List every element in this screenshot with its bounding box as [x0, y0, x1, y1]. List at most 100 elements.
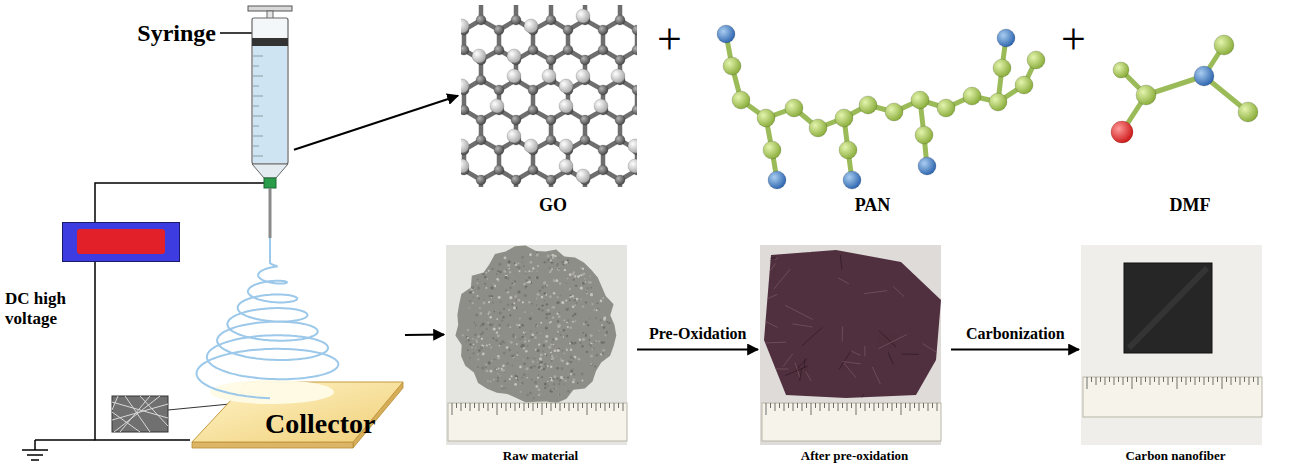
syringe: Syringe	[246, 6, 294, 238]
speck	[509, 286, 512, 289]
speck	[561, 301, 564, 304]
speck	[551, 261, 552, 262]
speck	[594, 309, 596, 311]
edge-label: Pre-Oxidation	[647, 325, 748, 343]
speck	[494, 359, 495, 360]
carbon-atom	[632, 105, 637, 115]
carbon-atom	[546, 55, 556, 65]
speck	[538, 366, 541, 369]
speck	[482, 273, 484, 275]
speck	[511, 354, 514, 357]
speck	[539, 357, 542, 360]
speck	[551, 261, 554, 264]
graduation	[253, 56, 263, 156]
speck	[557, 301, 559, 303]
speck	[542, 344, 545, 347]
speck	[525, 271, 527, 273]
speck	[498, 327, 500, 329]
speck	[573, 378, 576, 381]
speck	[490, 347, 492, 349]
speck	[544, 383, 547, 386]
speck	[567, 319, 569, 321]
plus-sign: +	[1061, 18, 1086, 62]
speck	[513, 302, 515, 304]
speck	[556, 377, 559, 380]
oxygen-group	[576, 69, 590, 83]
speck	[525, 333, 527, 335]
speck	[562, 360, 564, 362]
atom	[809, 119, 827, 137]
speck	[492, 302, 494, 304]
speck	[504, 342, 505, 343]
speck	[524, 311, 526, 313]
speck	[549, 295, 552, 298]
speck	[546, 354, 548, 356]
speck	[491, 360, 492, 361]
illustration	[1079, 243, 1264, 447]
speck	[539, 290, 541, 292]
speck	[479, 312, 482, 315]
speck	[556, 368, 558, 370]
speck	[590, 334, 593, 337]
speck	[543, 282, 546, 285]
speck	[551, 256, 554, 259]
atom	[717, 25, 735, 43]
crease	[839, 352, 851, 370]
atom	[1027, 51, 1045, 69]
speck	[522, 261, 524, 263]
speck	[544, 353, 546, 355]
crease	[762, 263, 775, 282]
speck	[532, 360, 535, 363]
speck	[558, 383, 560, 385]
atom	[785, 99, 803, 117]
speck	[556, 313, 558, 315]
ruler-body	[1083, 377, 1262, 417]
crease	[759, 368, 789, 370]
speck	[485, 363, 487, 365]
speck	[559, 394, 560, 395]
oxygen-group	[507, 129, 521, 143]
carbon-atom	[598, 45, 608, 55]
crease	[764, 294, 777, 300]
speck	[598, 330, 599, 331]
crease	[842, 326, 844, 341]
speck	[554, 349, 557, 352]
oxygen-group	[524, 139, 538, 153]
speck	[517, 290, 520, 293]
speck	[469, 343, 471, 345]
speck	[465, 341, 466, 342]
speck	[524, 294, 526, 296]
atom	[1113, 62, 1129, 78]
speck	[475, 339, 477, 341]
oxygen-group	[507, 49, 521, 63]
speck	[583, 332, 585, 334]
speck	[599, 309, 600, 310]
speck	[545, 317, 548, 320]
node-label: Raw material	[444, 449, 637, 464]
speck	[498, 296, 501, 299]
speck	[567, 326, 569, 328]
carbon-atom	[494, 145, 504, 155]
crease	[806, 372, 811, 381]
crease	[809, 235, 836, 253]
illustration	[758, 243, 943, 447]
speck	[536, 325, 538, 327]
speck	[492, 337, 494, 339]
speck	[531, 303, 533, 305]
speck	[523, 359, 524, 360]
speck	[557, 320, 559, 322]
speck	[557, 267, 560, 270]
speck	[508, 347, 510, 349]
speck	[604, 334, 606, 336]
speck	[527, 357, 529, 359]
speck	[528, 270, 530, 272]
speck	[593, 348, 595, 350]
speck	[477, 279, 478, 280]
speck	[551, 355, 554, 358]
carbon-atom	[632, 45, 637, 55]
speck	[482, 367, 485, 370]
speck	[522, 301, 524, 303]
speck	[557, 267, 559, 269]
oxygen-group	[559, 79, 573, 93]
speck	[580, 267, 581, 268]
